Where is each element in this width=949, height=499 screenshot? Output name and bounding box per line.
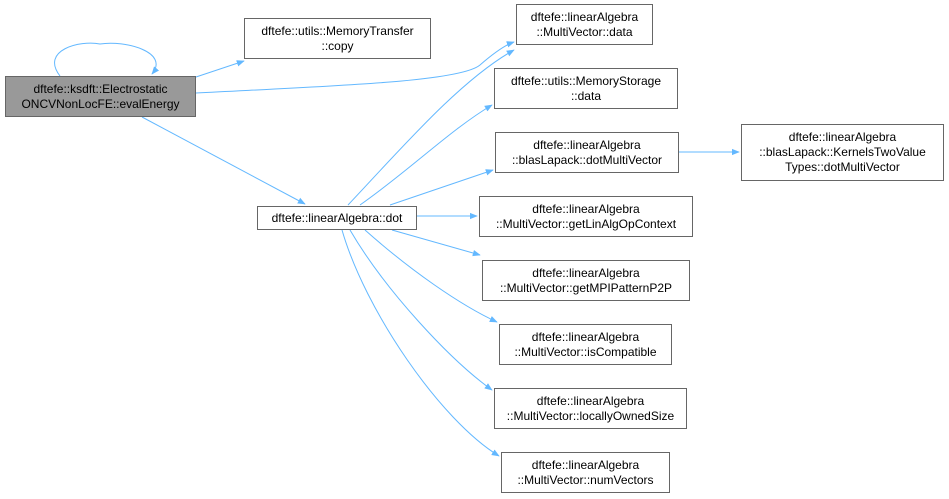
node-multivector-is-compatible[interactable]: dftefe::linearAlgebra ::MultiVector::isC… (499, 324, 672, 365)
node-multivector-get-linalg-op-context[interactable]: dftefe::linearAlgebra ::MultiVector::get… (479, 196, 693, 237)
node-label: dftefe::linearAlgebra::dot (271, 210, 403, 225)
node-root-eval-energy: dftefe::ksdft::Electrostatic ONCVNonLocF… (5, 76, 196, 117)
node-label: dftefe::linearAlgebra ::blasLapack::dotM… (511, 137, 663, 167)
edge-dot-numvectors (341, 229, 500, 457)
node-label: dftefe::linearAlgebra ::MultiVector::loc… (506, 393, 675, 423)
node-label: dftefe::linearAlgebra ::MultiVector::num… (517, 457, 654, 487)
node-memory-transfer-copy[interactable]: dftefe::utils::MemoryTransfer ::copy (244, 18, 431, 59)
edge-root-dot (141, 116, 306, 205)
edge-dot-mpip2p (391, 229, 481, 257)
edge-root-copy (195, 60, 245, 78)
node-memory-storage-data[interactable]: dftefe::utils::MemoryStorage ::data (494, 68, 678, 109)
edge-dot-blasdot (389, 169, 494, 206)
node-label: dftefe::linearAlgebra ::MultiVector::get… (499, 265, 673, 295)
edge-dot-mvdata (347, 49, 515, 206)
node-multivector-locally-owned-size[interactable]: dftefe::linearAlgebra ::MultiVector::loc… (494, 388, 687, 429)
node-label: dftefe::ksdft::Electrostatic ONCVNonLocF… (21, 81, 180, 111)
node-label: dftefe::utils::MemoryStorage ::data (510, 73, 662, 103)
node-kernels-dot-multivector[interactable]: dftefe::linearAlgebra ::blasLapack::Kern… (741, 124, 944, 181)
node-multivector-data[interactable]: dftefe::linearAlgebra ::MultiVector::dat… (516, 4, 653, 45)
node-multivector-get-mpi-pattern-p2p[interactable]: dftefe::linearAlgebra ::MultiVector::get… (482, 260, 690, 301)
edge-root-self (54, 42, 160, 77)
edge-dot-iscompatible (364, 229, 498, 323)
edge-dot-memstorage (359, 104, 493, 206)
node-label: dftefe::linearAlgebra ::MultiVector::isC… (514, 329, 657, 359)
node-label: dftefe::linearAlgebra ::MultiVector::dat… (530, 9, 639, 39)
node-multivector-num-vectors[interactable]: dftefe::linearAlgebra ::MultiVector::num… (501, 452, 670, 493)
node-linalg-dot[interactable]: dftefe::linearAlgebra::dot (257, 206, 417, 230)
edge-dot-locallyowned (349, 229, 493, 391)
edge-root-mvdata (195, 41, 515, 94)
node-label: dftefe::linearAlgebra ::MultiVector::get… (495, 201, 677, 231)
node-label: dftefe::linearAlgebra ::blasLapack::Kern… (759, 130, 926, 174)
node-label: dftefe::utils::MemoryTransfer ::copy (261, 23, 414, 53)
node-blaslapack-dot-multivector[interactable]: dftefe::linearAlgebra ::blasLapack::dotM… (495, 132, 679, 173)
